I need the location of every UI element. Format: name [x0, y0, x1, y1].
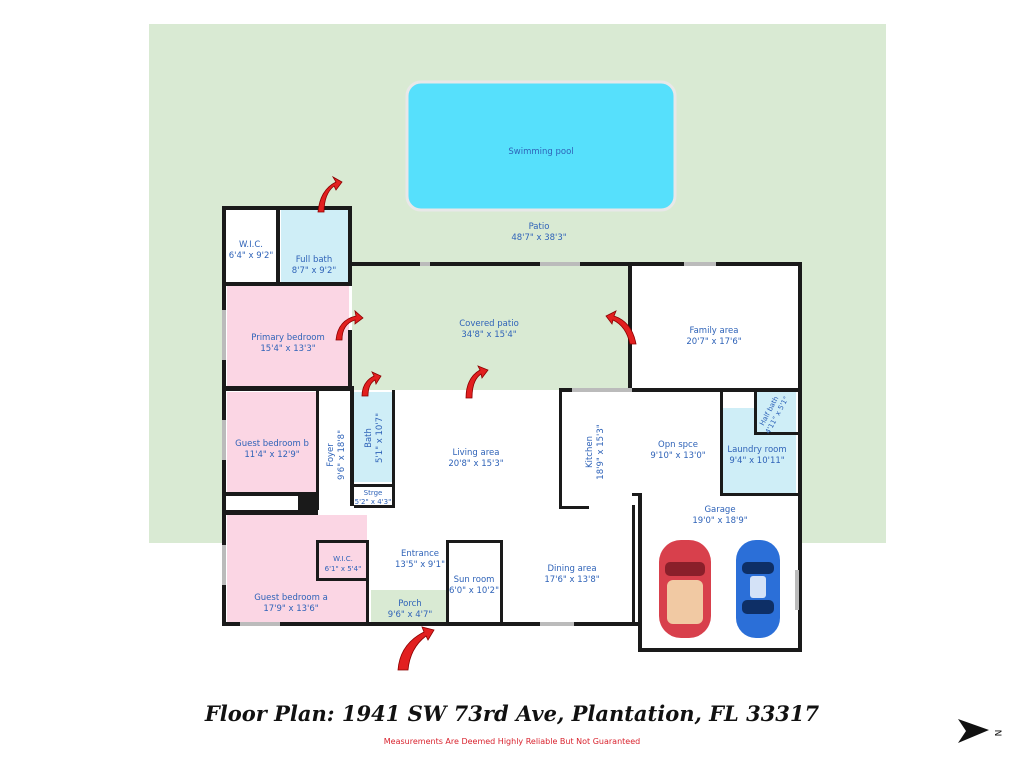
floor-plan-diagram: Swimming pool Patio 48'7" x 38'3" W.I.C.… — [149, 24, 886, 671]
north-arrow-icon — [958, 719, 989, 743]
porch-floor — [371, 590, 448, 625]
wic-primary-dim: 6'4" x 9'2" — [229, 251, 274, 261]
covered-patio-dim: 34'8" x 15'4" — [461, 330, 516, 340]
foyer-dim: 9'6" x 18'8" — [337, 430, 347, 480]
entry-arrow-icon — [335, 309, 364, 341]
open-space-label: Opn spce — [658, 440, 698, 450]
blue-car — [736, 540, 780, 638]
disclaimer-text: Measurements Are Deemed Highly Reliable … — [383, 737, 641, 746]
bath-floor — [352, 392, 394, 482]
wic-guest-dim: 6'1" x 5'4" — [325, 565, 362, 573]
bath-label: Bath — [364, 428, 374, 448]
dining-area-label: Dining area — [547, 564, 596, 574]
guest-bedroom-b-dim: 11'4" x 12'9" — [244, 450, 299, 460]
family-area-label: Family area — [689, 326, 738, 336]
patio-dim: 48'7" x 38'3" — [511, 233, 566, 243]
entrance-dim: 13'5" x 9'1" — [395, 560, 445, 570]
wic-primary-label: W.I.C. — [239, 240, 263, 250]
bath-dim: 5'1" x 10'7" — [375, 413, 385, 463]
covered-patio-floor — [352, 266, 630, 390]
guest-bedroom-a-dim: 17'9" x 13'6" — [263, 604, 318, 614]
compass: N — [958, 719, 1002, 743]
guest-bedroom-b-floor — [227, 392, 317, 493]
full-bath-label: Full bath — [296, 255, 333, 265]
primary-bedroom-dim: 15'4" x 13'3" — [260, 344, 315, 354]
laundry-floor — [722, 408, 796, 494]
guest-bedroom-b-label: Guest bedroom b — [235, 439, 309, 449]
living-area-label: Living area — [453, 448, 500, 458]
walls — [222, 206, 802, 652]
foyer-label: Foyer — [326, 443, 336, 467]
entry-arrows — [317, 175, 637, 671]
window-marks — [222, 262, 799, 626]
full-bath-floor — [281, 210, 348, 282]
family-area-dim: 20'7" x 17'6" — [686, 337, 741, 347]
garage-label: Garage — [704, 505, 735, 515]
sun-room-label: Sun room — [454, 575, 495, 585]
patio-label: Patio — [529, 222, 550, 232]
entrance-label: Entrance — [401, 549, 439, 559]
kitchen-dim: 18'9" x 15'3" — [596, 424, 606, 479]
open-space-dim: 9'10" x 13'0" — [650, 451, 705, 461]
entry-arrow-icon — [317, 175, 343, 213]
porch-label: Porch — [398, 599, 421, 609]
room-labels: Swimming pool Patio 48'7" x 38'3" W.I.C.… — [229, 147, 791, 620]
guest-bedroom-a-label: Guest bedroom a — [254, 593, 328, 603]
covered-patio-label: Covered patio — [459, 319, 519, 329]
entry-arrow-icon — [397, 626, 435, 671]
living-area-dim: 20'8" x 15'3" — [448, 459, 503, 469]
storage-dim: 5'2" x 4'3" — [355, 498, 392, 506]
red-car — [659, 540, 711, 638]
kitchen-label: Kitchen — [585, 436, 595, 468]
swimming-pool-label: Swimming pool — [508, 147, 573, 157]
entry-arrow-icon — [361, 371, 382, 397]
wic-guest-label: W.I.C. — [333, 555, 353, 563]
entry-arrow-icon — [465, 365, 489, 399]
primary-bedroom-label: Primary bedroom — [251, 333, 325, 343]
garage-dim: 19'0" x 18'9" — [692, 516, 747, 526]
full-bath-dim: 8'7" x 9'2" — [292, 266, 337, 276]
floor-plan-title: Floor Plan: 1941 SW 73rd Ave, Plantation… — [204, 701, 820, 726]
laundry-room-dim: 9'4" x 10'11" — [729, 456, 784, 466]
dining-area-dim: 17'6" x 13'8" — [544, 575, 599, 585]
porch-dim: 9'6" x 4'7" — [388, 610, 433, 620]
entry-arrow-icon — [605, 310, 637, 345]
laundry-room-label: Laundry room — [727, 445, 786, 455]
compass-letter: N — [992, 730, 1002, 737]
storage-label: Strge — [364, 489, 383, 497]
swimming-pool — [405, 80, 677, 212]
sun-room-dim: 6'0" x 10'2" — [449, 586, 499, 596]
primary-bedroom-floor — [227, 286, 349, 386]
guest-bedroom-a-floor — [227, 515, 367, 623]
